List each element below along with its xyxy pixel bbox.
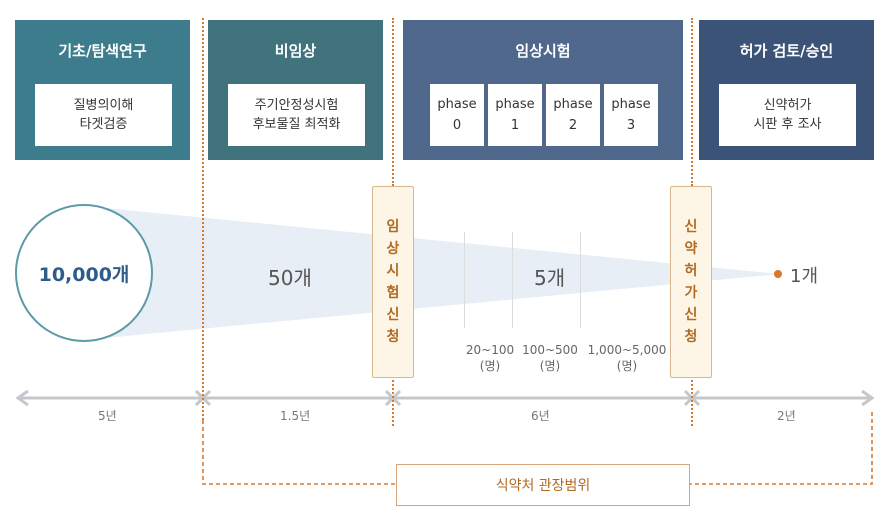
phase1-participants: 20~100 (명) [465,343,515,373]
duration-clinical: 6년 [531,409,550,423]
stage-approval: 허가 검토/승인 신약허가 시판 후 조사 [699,20,874,160]
clinical-trial-application: 임 상 시 험 신 청 [372,186,414,378]
phase-number: 3 [626,118,636,133]
char: 상 [386,241,400,257]
clinical-count: 5개 [534,266,566,290]
char: 청 [684,329,698,345]
phase-gridline [464,232,465,328]
char: 신 [386,307,400,323]
char: 청 [386,329,400,345]
initial-count: 10,000개 [38,263,130,286]
mfds-scope-label: 식약처 관장범위 [495,478,591,494]
final-count: 1개 [790,266,819,287]
phase-0-box: phase 0 [430,84,484,146]
funnel-shape [84,206,780,340]
duration-basic-research: 5년 [98,409,117,423]
phase-number: 2 [568,118,578,133]
duration-preclinical: 1.5년 [280,409,311,423]
stage-detail: 주기안정성시험 후보물질 최적화 [228,84,365,146]
stage-title: 기초/탐색연구 [58,42,147,60]
phase-1-box: phase 1 [488,84,542,146]
separator-preclinical [202,18,204,420]
stage-clinical-trial: 임상시험 phase 0 phase 1 phase 2 phase 3 [403,20,683,160]
duration-approval: 2년 [777,409,796,423]
phase-number: 0 [452,118,462,133]
arrow-right-head [861,389,875,407]
phase2-participants: 100~500 (명) [522,343,578,373]
char: 시 [386,263,400,279]
mfds-scope-box: 식약처 관장범위 [396,464,690,506]
stage-title: 임상시험 [515,42,571,60]
arrow-left-head [15,389,29,407]
stage-title: 비임상 [274,42,317,60]
char: 험 [386,285,400,301]
phase-3-box: phase 3 [604,84,658,146]
phase3-participants: 1,000~5,000 (명) [587,343,667,373]
initial-candidates-circle: 10,000개 [15,204,153,342]
phase-number: 1 [510,118,520,133]
phase-label: phase [553,97,593,112]
char: 가 [684,285,698,301]
char: 허 [684,263,698,279]
stage-detail: 질병의이해 타겟검증 [35,84,172,146]
char: 신 [684,307,698,323]
phase-gridline [512,232,513,328]
separator-approval [691,18,693,186]
final-dot [774,270,782,278]
mfds-scope-bracket [202,410,873,485]
stage-title: 허가 검토/승인 [739,42,834,60]
phase-gridline [580,232,581,328]
char: 약 [684,241,698,257]
char: 신 [684,219,698,235]
stage-basic-research: 기초/탐색연구 질병의이해 타겟검증 [15,20,190,160]
separator-clinical [392,18,394,186]
stage-preclinical: 비임상 주기안정성시험 후보물질 최적화 [208,20,383,160]
separator-approval-lower [691,376,693,426]
phase-2-box: phase 2 [546,84,600,146]
phase-label: phase [437,97,477,112]
phase-label: phase [495,97,535,112]
char: 임 [386,219,400,235]
drug-approval-application: 신 약 허 가 신 청 [670,186,712,378]
stage-detail: 신약허가 시판 후 조사 [719,84,856,146]
separator-clinical-lower [392,376,394,426]
phase-label: phase [611,97,651,112]
preclinical-count: 50개 [268,266,312,290]
